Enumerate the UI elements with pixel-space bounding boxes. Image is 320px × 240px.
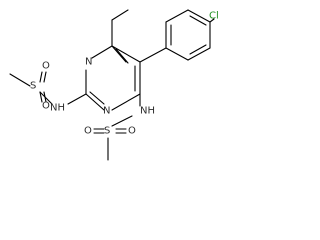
right-sulfur: S bbox=[104, 126, 110, 137]
bond-n-c2-double bbox=[89, 91, 105, 105]
bond-c6-n-double bbox=[115, 48, 129, 64]
structure-drawing: N N Cl NH NH S O O S O O bbox=[9, 9, 219, 161]
right-oxygen-right: O bbox=[128, 126, 136, 137]
ethyl-group bbox=[111, 9, 129, 47]
molecule-structure: N N Cl NH NH S O O S O O bbox=[9, 9, 219, 161]
chlorophenyl-group bbox=[139, 9, 215, 63]
bond-c2-nh bbox=[67, 93, 87, 105]
left-oxygen-bottom: O bbox=[42, 101, 50, 112]
right-sulfonamide bbox=[93, 93, 141, 161]
bond-nh-s bbox=[39, 91, 53, 105]
bond-s-methyl bbox=[9, 73, 31, 87]
left-sulfonamide bbox=[9, 71, 87, 105]
ring-nitrogen-bottom: N bbox=[103, 106, 110, 117]
bond-s-o-bottom bbox=[39, 91, 43, 103]
bond-c4-n bbox=[111, 93, 141, 111]
ring-nitrogen-top: N bbox=[85, 57, 92, 68]
bond-c6-c5 bbox=[111, 45, 141, 63]
bond-phenyl-2 bbox=[165, 9, 189, 23]
chlorine-atom: Cl bbox=[209, 11, 219, 22]
bond-ethyl-2 bbox=[111, 9, 129, 21]
left-oxygen-top: O bbox=[42, 61, 50, 72]
right-nh-group: NH bbox=[140, 106, 155, 117]
left-sulfur: S bbox=[30, 81, 36, 92]
bond-s-o-bottom-double bbox=[43, 91, 47, 103]
bond-phenyl-3 bbox=[187, 9, 211, 23]
bond-phenyl-6 bbox=[165, 47, 189, 61]
bond-phenyl-5-double bbox=[189, 44, 207, 55]
left-nh-group: NH bbox=[50, 103, 65, 114]
bond-phenyl-5 bbox=[187, 47, 211, 61]
bond-c6-n bbox=[111, 45, 127, 63]
bond-n-c2 bbox=[85, 93, 105, 111]
bond-nh-s bbox=[111, 115, 133, 127]
pyrimidine-ring bbox=[85, 45, 141, 111]
bond-phenyl-3-double bbox=[189, 15, 207, 26]
bond-c-cl bbox=[209, 18, 215, 23]
bond-ring-to-phenyl bbox=[139, 47, 167, 63]
right-oxygen-left: O bbox=[84, 126, 92, 137]
bond-s-o-top bbox=[39, 71, 43, 83]
bond-s-o-top-double bbox=[43, 71, 47, 83]
bond-n-c6 bbox=[91, 45, 113, 59]
